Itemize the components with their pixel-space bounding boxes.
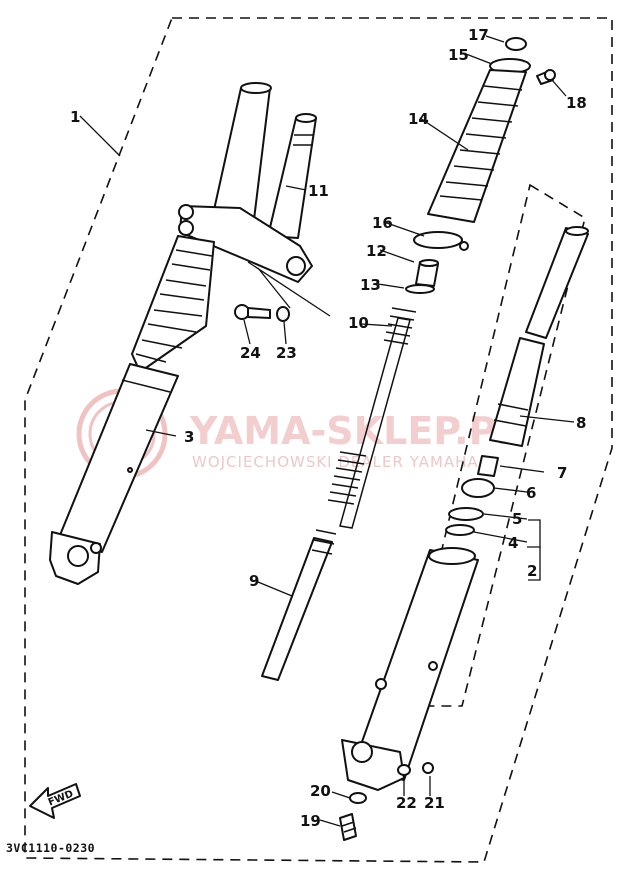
fork-leg-assembly-left: [49, 82, 331, 585]
sub-assembly-boundary: [402, 183, 586, 707]
part-label-19: 19: [300, 812, 321, 830]
part-label-1: 1: [70, 108, 80, 126]
part-label-22: 22: [396, 794, 417, 812]
part-label-14: 14: [408, 110, 429, 128]
part-number-labels: 1 2 3 4 5 6 7 8 9 10 11 12 13 14 15 16 1…: [70, 26, 587, 830]
part-label-8: 8: [576, 414, 586, 432]
part-label-10: 10: [348, 314, 369, 332]
watermark-subtitle: WOJCIECHOWSKI DEALER YAMAHA: [192, 453, 479, 471]
part-label-16: 16: [372, 214, 393, 232]
part-label-17: 17: [468, 26, 489, 44]
part-label-6: 6: [526, 484, 536, 502]
part-label-7: 7: [557, 464, 567, 482]
part-label-12: 12: [366, 242, 387, 260]
part-label-21: 21: [424, 794, 445, 812]
part-label-9: 9: [249, 572, 259, 590]
part-label-20: 20: [310, 782, 331, 800]
center-parts: [261, 37, 556, 681]
part-label-5: 5: [512, 510, 522, 528]
part-label-11: 11: [308, 182, 329, 200]
part-label-2: 2: [527, 562, 537, 580]
fwd-arrow: FWD: [29, 783, 81, 819]
part-label-24: 24: [240, 344, 261, 362]
leader-lines: [79, 35, 575, 827]
part-label-13: 13: [360, 276, 381, 294]
watermark: YAMA-SKLEP.PL WOJCIECHOWSKI DEALER YAMAH…: [76, 388, 521, 480]
right-parts: [339, 226, 589, 841]
part-label-18: 18: [566, 94, 587, 112]
part-label-3: 3: [184, 428, 194, 446]
diagram-code: 3VC1110-0230: [6, 841, 95, 855]
watermark-brand: YAMA-SKLEP.PL: [189, 409, 521, 453]
part-label-4: 4: [508, 534, 518, 552]
part-label-15: 15: [448, 46, 469, 64]
part-label-23: 23: [276, 344, 297, 362]
